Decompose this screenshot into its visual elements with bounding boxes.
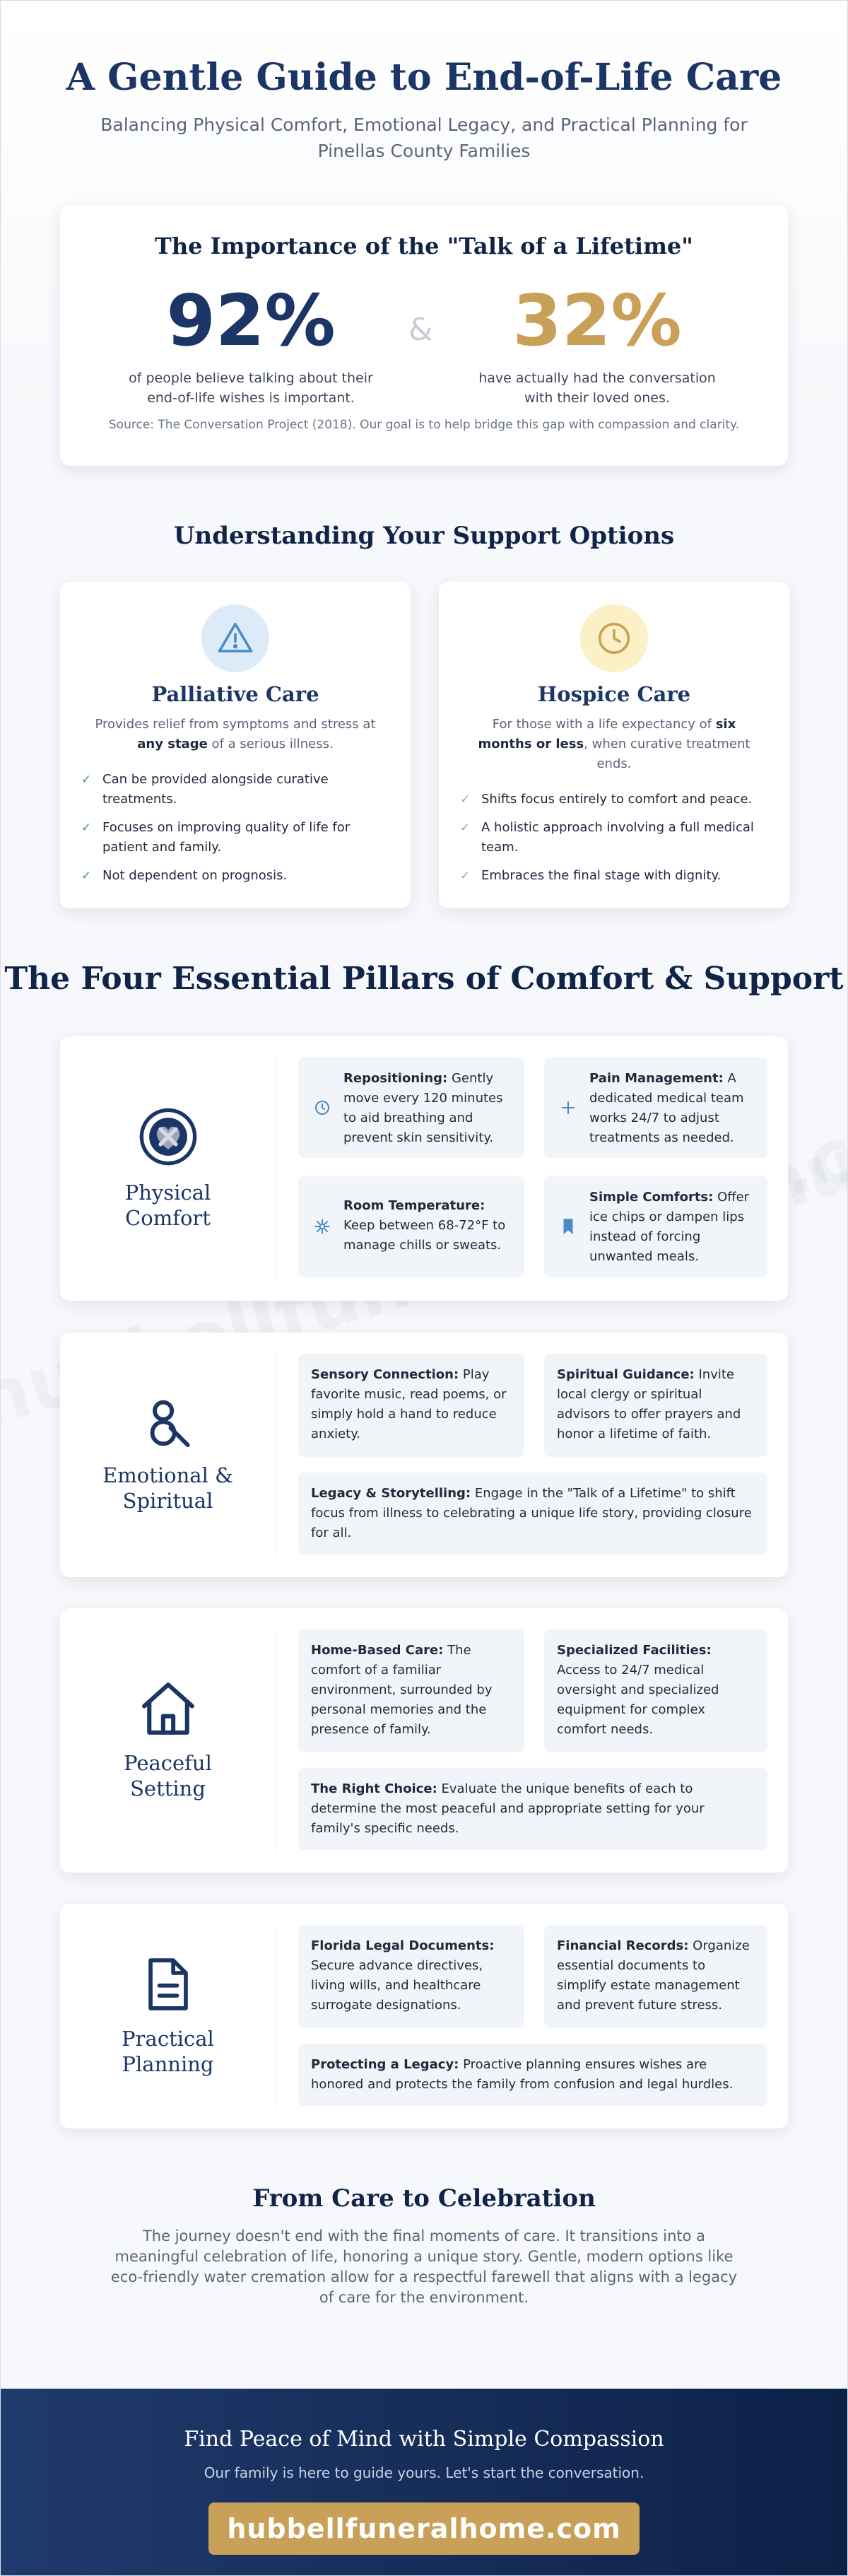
tile-legacy-storytelling: Legacy & Storytelling: Engage in the "Ta… (298, 1473, 767, 1555)
check-icon: ✓ (81, 773, 92, 787)
page-subtitle: Balancing Physical Comfort, Emotional Le… (100, 115, 748, 161)
check-icon: ✓ (81, 869, 92, 883)
stat-value: 92% (166, 279, 336, 362)
heart-cross-icon (139, 1108, 196, 1166)
footer: Find Peace of Mind with Simple Compassio… (1, 2389, 847, 2575)
warning-icon (201, 604, 269, 672)
list-item: ✓Shifts focus entirely to comfort and pe… (460, 790, 761, 809)
footer-subtitle: Our family is here to guide yours. Let's… (204, 2464, 644, 2481)
bookmark-icon (557, 1176, 579, 1277)
stat-conversation: 32% have actually had the conversation w… (449, 282, 746, 408)
pillar-side: Emotional &Spiritual (60, 1354, 276, 1556)
sparkle-icon (311, 1176, 334, 1277)
stat-text: of people believe talking about their en… (129, 370, 373, 406)
closing-text: The journey doesn't end with the final m… (110, 2227, 738, 2306)
stats-source: Source: The Conversation Project (2018).… (108, 418, 740, 432)
pillars-heading: The Four Essential Pillars of Comfort & … (4, 961, 844, 997)
list-item: ✓A holistic approach involving a full me… (460, 818, 761, 857)
list-item: ✓Not dependent on prognosis. (81, 866, 382, 886)
tile-protecting-legacy: Protecting a Legacy: Proactive planning … (298, 2044, 767, 2106)
check-icon: ✓ (81, 821, 92, 835)
tile-florida-legal-documents: Florida Legal Documents: Secure advance … (298, 1925, 524, 2028)
stat-believe: 92% of people believe talking about thei… (102, 282, 399, 408)
hospice-list: ✓Shifts focus entirely to comfort and pe… (460, 790, 761, 894)
list-item: ✓Embraces the final stage with dignity. (460, 866, 761, 886)
header: A Gentle Guide to End-of-Life Care Balan… (1, 1, 847, 164)
tile-simple-comforts: Simple Comforts: Offer ice chips or damp… (544, 1176, 767, 1277)
hospice-description: For those with a life expectancy of six … (478, 717, 750, 771)
tile-specialized-facilities: Specialized Facilities: Access to 24/7 m… (544, 1629, 767, 1752)
plus-icon (557, 1058, 579, 1158)
pillar-label: Emotional &Spiritual (102, 1463, 233, 1513)
document-icon (148, 1958, 188, 2010)
support-heading: Understanding Your Support Options (173, 522, 675, 550)
tile-pain-management: Pain Management: A dedicated medical tea… (544, 1058, 767, 1158)
list-item: ✓Focuses on improving quality of life fo… (81, 818, 382, 857)
palliative-title: Palliative Care (151, 682, 319, 706)
ampersand: & (408, 312, 433, 348)
stats-heading: The Importance of the "Talk of a Lifetim… (155, 233, 693, 259)
palliative-list: ✓Can be provided alongside curative trea… (81, 770, 382, 894)
list-item: ✓Can be provided alongside curative trea… (81, 770, 382, 809)
tile-room-temperature: Room Temperature: Keep between 68-72°F t… (298, 1176, 524, 1277)
tile-financial-records: Financial Records: Organize essential do… (544, 1925, 767, 2028)
tile-repositioning: Repositioning: Gently move every 120 min… (298, 1058, 524, 1158)
closing-heading: From Care to Celebration (252, 2184, 596, 2213)
palliative-card: Palliative Care Provides relief from sym… (60, 582, 411, 908)
palliative-description: Provides relief from symptoms and stress… (95, 717, 376, 751)
hospice-card: Hospice Care For those with a life expec… (439, 582, 789, 908)
connection-icon (150, 1400, 190, 1448)
clock-icon (580, 604, 648, 672)
check-icon: ✓ (460, 869, 471, 883)
page-title: A Gentle Guide to End-of-Life Care (66, 56, 782, 99)
tile-right-choice: The Right Choice: Evaluate the unique be… (298, 1768, 767, 1850)
stats-card: The Importance of the "Talk of a Lifetim… (60, 206, 788, 466)
website-button[interactable]: hubbellfuneralhome.com (208, 2502, 640, 2555)
tile-spiritual-guidance: Spiritual Guidance: Invite local clergy … (544, 1354, 767, 1457)
check-icon: ✓ (460, 792, 471, 807)
pillar-emotional: Emotional &Spiritual Sensory Connection:… (60, 1333, 788, 1577)
stat-value: 32% (512, 279, 682, 362)
hospice-title: Hospice Care (537, 682, 691, 706)
footer-title: Find Peace of Mind with Simple Compassio… (184, 2427, 664, 2452)
check-icon: ✓ (460, 821, 471, 835)
stat-text: have actually had the conversation with … (478, 370, 716, 406)
clock-icon (311, 1058, 334, 1158)
tile-home-based-care: Home-Based Care: The comfort of a famili… (298, 1629, 524, 1752)
house-icon (141, 1682, 194, 1735)
tile-sensory-connection: Sensory Connection: Play favorite music,… (298, 1354, 524, 1457)
